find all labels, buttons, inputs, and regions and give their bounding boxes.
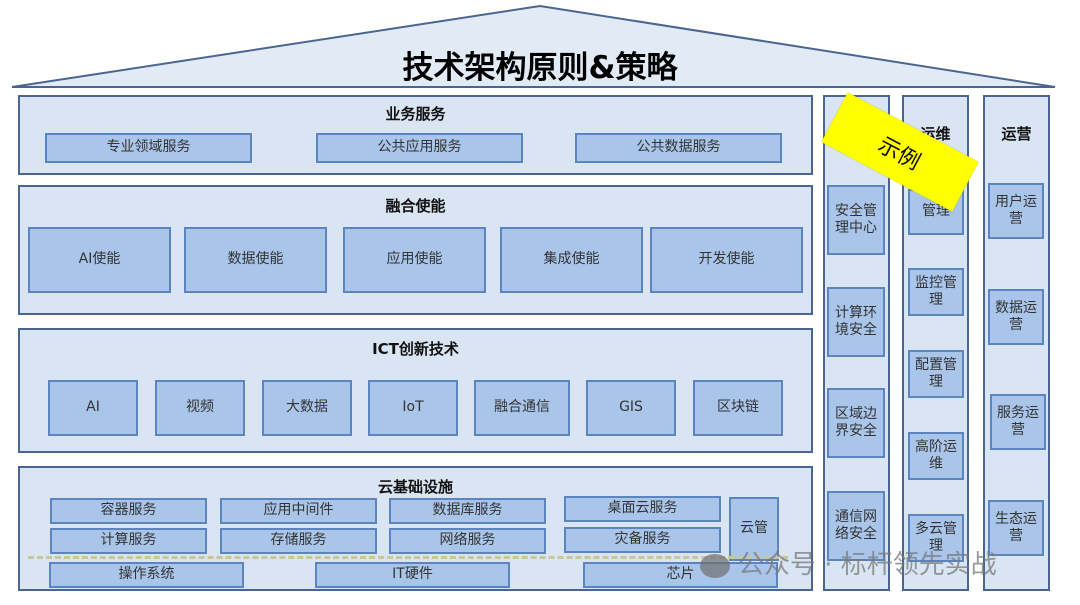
- cloud-item: 灾备服务: [564, 527, 721, 553]
- business-layer: 业务服务 专业领域服务 公共应用服务 公共数据服务: [18, 95, 813, 175]
- roof: [11, 4, 1056, 88]
- enable-item: 集成使能: [500, 227, 643, 293]
- security-item: 计算环境安全: [827, 287, 885, 357]
- ops-item: 多云管理: [908, 514, 964, 562]
- cloud-item: 存储服务: [220, 528, 377, 554]
- operation-item: 服务运营: [990, 394, 1046, 450]
- layer-title: 融合使能: [385, 197, 446, 215]
- cloud-item: 应用中间件: [220, 498, 377, 524]
- cloud-item: 网络服务: [389, 528, 546, 554]
- ops-item: 监控管理: [908, 268, 964, 316]
- page-title: 技术架构原则&策略: [402, 50, 678, 86]
- cloud-management: 云管: [729, 497, 779, 561]
- sticker-label: 示例: [873, 132, 925, 176]
- ict-item: AI: [48, 380, 138, 436]
- ict-item: IoT: [368, 380, 458, 436]
- ops-item: 高阶运维: [908, 432, 964, 480]
- enable-item: 数据使能: [184, 227, 327, 293]
- wechat-icon: [700, 553, 730, 578]
- layer-title: 云基础设施: [377, 478, 453, 496]
- ict-item: 区块链: [693, 380, 783, 436]
- business-item: 专业领域服务: [45, 133, 252, 163]
- layer-title: 业务服务: [385, 105, 446, 123]
- business-item: 公共数据服务: [575, 133, 782, 163]
- ict-layer: ICT创新技术 AI 视频 大数据 IoT 融合通信 GIS 区块链: [18, 328, 813, 453]
- cloud-item: 数据库服务: [389, 498, 546, 524]
- ict-item: GIS: [586, 380, 676, 436]
- operation-item: 数据运营: [988, 289, 1044, 345]
- operation-item: 生态运营: [988, 500, 1044, 556]
- cloud-item: 计算服务: [50, 528, 207, 554]
- ict-item: 大数据: [262, 380, 352, 436]
- enable-item: 开发使能: [650, 227, 803, 293]
- layer-title: ICT创新技术: [372, 340, 459, 358]
- column-title: 运营: [1001, 125, 1032, 143]
- cloud-item: 容器服务: [50, 498, 207, 524]
- watermark: 公众号 · 标杆领先实战: [700, 544, 997, 581]
- divider-dashed: [28, 556, 788, 559]
- ict-item: 视频: [155, 380, 245, 436]
- enablement-layer: 融合使能 AI使能 数据使能 应用使能 集成使能 开发使能: [18, 185, 813, 315]
- business-item: 公共应用服务: [316, 133, 523, 163]
- watermark-text: 公众号 · 标杆领先实战: [738, 550, 997, 580]
- cloud-base-item: IT硬件: [315, 562, 510, 588]
- security-item: 通信网络安全: [827, 491, 885, 561]
- security-item: 区域边界安全: [827, 388, 885, 458]
- cloud-base-item: 操作系统: [49, 562, 244, 588]
- security-item: 安全管理中心: [827, 185, 885, 255]
- ict-item: 融合通信: [474, 380, 570, 436]
- enable-item: 应用使能: [343, 227, 486, 293]
- cloud-item: 桌面云服务: [564, 496, 721, 522]
- operation-column: 运营 用户运营 数据运营 服务运营 生态运营: [983, 95, 1050, 591]
- security-column: 安全管理中心 计算环境安全 区域边界安全 通信网络安全: [823, 95, 890, 591]
- operation-item: 用户运营: [988, 183, 1044, 239]
- cloud-layer: 云基础设施 容器服务 应用中间件 数据库服务 桌面云服务 计算服务 存储服务 网…: [18, 466, 813, 591]
- ops-item: 配置管理: [908, 350, 964, 398]
- cloud-base-item: 芯片: [583, 562, 778, 588]
- enable-item: AI使能: [28, 227, 171, 293]
